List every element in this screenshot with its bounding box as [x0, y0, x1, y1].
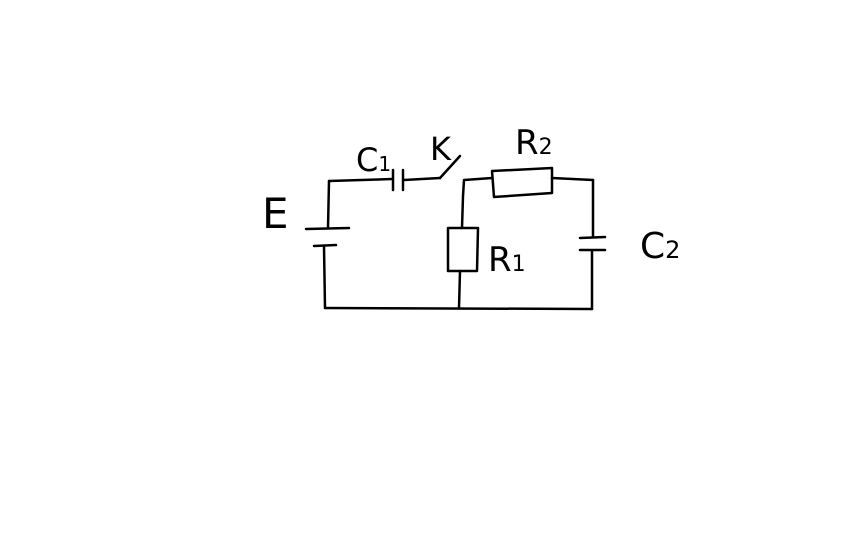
- c1-label-letter: C: [356, 141, 378, 179]
- c2-plate-top: [578, 235, 607, 240]
- battery-long-plate: [304, 226, 351, 231]
- r2-label-letter: R: [515, 123, 539, 163]
- wire-c1-to-switch: [402, 176, 442, 182]
- switch-k-blade: [438, 154, 462, 180]
- r1-label-subscript: 1: [512, 252, 526, 277]
- wire-top-to-c1: [327, 177, 394, 183]
- battery-short-plate: [312, 243, 338, 248]
- switch-label: K: [430, 130, 452, 168]
- wire-r1-to-bottom: [457, 269, 462, 310]
- c2-label-letter: C: [640, 226, 665, 267]
- wire-left-lower: [322, 244, 327, 310]
- c2-label-subscript: 2: [665, 236, 680, 264]
- capacitor-c1: [391, 168, 405, 192]
- r2-label-subscript: 2: [539, 135, 553, 160]
- wire-left-upper: [326, 179, 331, 230]
- c2-label: C2: [640, 226, 680, 267]
- c1-label: C1: [356, 141, 391, 179]
- c1-label-subscript: 1: [378, 152, 391, 176]
- wire-node-to-r2: [460, 176, 494, 230]
- r1-label: R1: [488, 240, 526, 280]
- r1-label-letter: R: [488, 240, 512, 280]
- emf-label: E: [262, 189, 289, 238]
- wire-r2-to-right: [550, 176, 595, 182]
- resistor-r1: [446, 226, 480, 273]
- resistor-r2: [490, 166, 554, 199]
- wires: [322, 176, 595, 311]
- r2-label: R2: [515, 123, 553, 163]
- capacitor-c2: [578, 235, 607, 252]
- battery: [304, 226, 351, 248]
